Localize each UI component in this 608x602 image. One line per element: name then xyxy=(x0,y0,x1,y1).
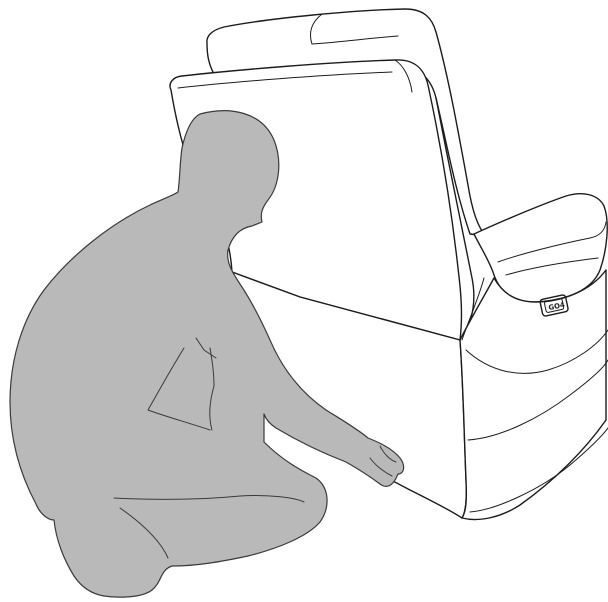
chair-side-panel xyxy=(460,270,606,519)
